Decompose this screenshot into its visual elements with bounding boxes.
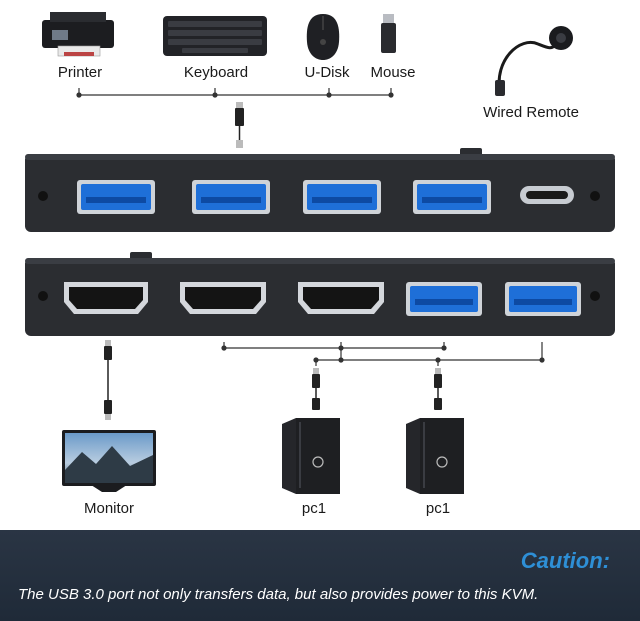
monitor-label: Monitor [83, 500, 135, 517]
wired-remote-icon [495, 26, 573, 96]
kvm-unit-bottom [25, 252, 615, 336]
udisk-label: U-Disk [304, 64, 350, 81]
bottom-connector-lines [221, 342, 545, 366]
pc-right-icon [406, 418, 464, 494]
top-connector-lines [76, 88, 394, 98]
caution-title: Caution: [520, 548, 610, 573]
keyboard-label: Keyboard [183, 64, 249, 81]
pc-right-label: pc1 [425, 500, 451, 517]
pc-left-icon [282, 418, 340, 494]
usb-cable-pc-left [312, 368, 320, 410]
wired-remote-label: Wired Remote [483, 104, 579, 121]
mouse-label: Mouse [370, 64, 416, 81]
caution-banner [0, 530, 640, 621]
printer-label: Printer [57, 64, 103, 81]
keyboard-icon [163, 16, 267, 56]
usb-cable-top [235, 102, 244, 148]
mouse-icon [306, 14, 340, 60]
printer-icon [42, 12, 114, 57]
hdmi-cable [104, 340, 112, 420]
udisk-icon [381, 14, 396, 53]
pc-left-label: pc1 [301, 500, 327, 517]
monitor-icon [62, 430, 156, 492]
caution-text: The USB 3.0 port not only transfers data… [18, 586, 539, 603]
kvm-unit-top [25, 148, 615, 232]
usb-cable-pc-right [434, 368, 442, 410]
